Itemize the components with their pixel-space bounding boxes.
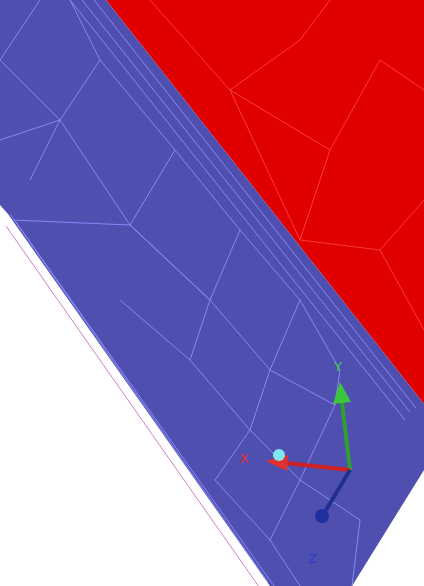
outline-edge <box>6 226 264 586</box>
axis-label: Z <box>308 552 317 566</box>
axis-label: Y <box>334 360 342 374</box>
axis-label: X <box>240 452 249 466</box>
coordinate-triad <box>266 382 351 523</box>
